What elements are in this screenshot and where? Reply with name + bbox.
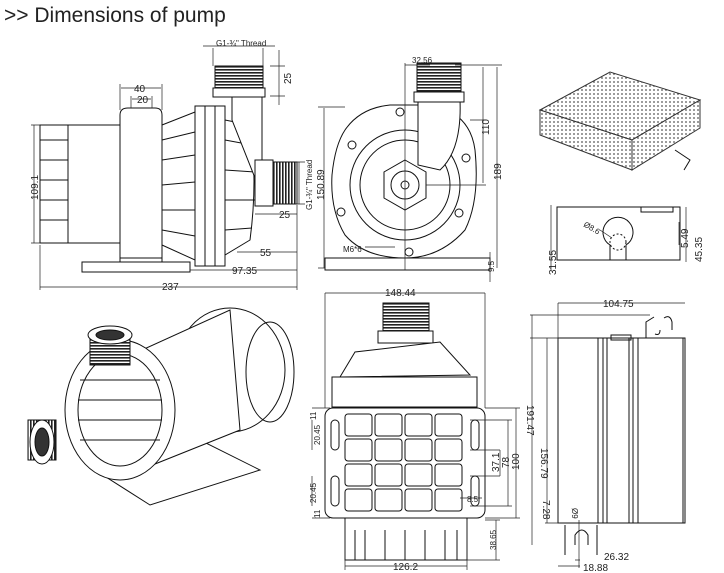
dim-phi-9: Ø9 — [570, 508, 579, 519]
plate-grid — [344, 413, 463, 512]
label-thread-top: G1-¾" Thread — [216, 39, 266, 48]
bottom-view-dimensions: 148.44 11 20.45 20.45 11 37.1 78 100 8.5… — [309, 288, 522, 573]
plate-grid-cell — [344, 488, 373, 512]
plate-grid-cell — [434, 488, 463, 512]
dim-25-side: 25 — [279, 210, 291, 221]
dim-31-55: 31.55 — [548, 250, 559, 275]
plate-grid-cell — [404, 413, 433, 437]
dim-26-32: 26.32 — [604, 552, 629, 563]
dim-20: 20 — [137, 95, 149, 106]
plate-grid-cell — [434, 463, 463, 487]
motor-ribbed-shroud — [161, 111, 196, 261]
dim-109-1: 109.1 — [30, 175, 41, 200]
bottom-view — [324, 302, 486, 561]
plate-grid-cell — [404, 488, 433, 512]
dim-25-top: 25 — [283, 72, 294, 84]
dim-104-75: 104.75 — [603, 299, 634, 310]
plate-grid-cell — [344, 463, 373, 487]
plate-grid-cell — [374, 488, 403, 512]
dim-9-5: 9.5 — [487, 260, 496, 272]
motor-body — [119, 107, 163, 259]
inlet-thread — [272, 161, 298, 205]
dim-38-65: 38.65 — [489, 529, 498, 550]
dim-148-44: 148.44 — [385, 288, 416, 299]
dim-8-5: 8.5 — [467, 495, 479, 504]
dim-150-89: 150.89 — [316, 169, 327, 200]
plate-grid-cell — [404, 463, 433, 487]
page-title: >> Dimensions of pump — [4, 4, 226, 27]
dim-7-28: 7.28 — [540, 500, 551, 520]
label-thread-side: G1-¾" Thread — [305, 160, 314, 210]
dim-191-47: 191.47 — [524, 405, 535, 436]
plate-grid-cell — [344, 438, 373, 462]
heater-side-view-dimensions: 104.75 156.79 191.47 7.28 Ø9 26.32 18.88 — [524, 299, 685, 573]
dim-189: 189 — [493, 163, 504, 180]
dim-237: 237 — [162, 282, 179, 293]
plate-grid-cell — [344, 413, 373, 437]
plate-grid-cell — [434, 413, 463, 437]
dim-20-45-top: 20.45 — [313, 424, 322, 445]
bracket-view: Ø8.6 5.49 45.35 31.55 — [548, 205, 705, 275]
plate-grid-cell — [434, 438, 463, 462]
dim-11-top: 11 — [309, 411, 318, 420]
side-view — [39, 65, 298, 273]
motor-end-cap — [39, 124, 121, 244]
plate-grid-cell — [374, 438, 403, 462]
dim-11-bottom: 11 — [313, 509, 322, 518]
outlet-thread — [214, 65, 264, 89]
dim-97-35: 97.35 — [232, 266, 257, 277]
dim-78: 78 — [501, 456, 512, 468]
plate-grid-cell — [374, 463, 403, 487]
plate-grid-cell — [374, 413, 403, 437]
dim-18-88: 18.88 — [583, 563, 608, 573]
outlet-nut — [212, 87, 266, 98]
side-view-dimensions: 40 20 G1-¾" Thread 25 109.1 G1-¾" Thread… — [30, 39, 314, 293]
dim-32-56: 32.56 — [412, 56, 433, 65]
front-outlet-pipe — [417, 99, 461, 171]
label-m6: M6*6 — [343, 245, 362, 254]
dim-37-1: 37.1 — [491, 452, 502, 472]
front-base — [324, 257, 491, 271]
dim-5-49: 5.49 — [680, 228, 691, 248]
plate-grid-cell — [404, 438, 433, 462]
dim-20-45-bottom: 20.45 — [309, 482, 318, 503]
heater-isometric-view — [538, 71, 702, 171]
pump-3d-render — [27, 307, 295, 506]
dim-156-79: 156.79 — [538, 448, 549, 479]
heater-side-view — [557, 316, 686, 555]
pump-flange — [194, 105, 226, 267]
front-view-dimensions: 32.56 150.89 110 189 M6*6 9.5 — [316, 56, 504, 282]
front-view — [324, 62, 491, 271]
dim-110: 110 — [481, 119, 492, 135]
dim-45-35: 45.35 — [694, 237, 705, 262]
dim-55: 55 — [260, 248, 272, 259]
base-plate — [81, 261, 191, 273]
dim-40: 40 — [134, 84, 146, 95]
dim-126-2: 126.2 — [393, 562, 418, 573]
inlet-nut — [254, 159, 274, 207]
dim-100: 100 — [511, 453, 522, 470]
